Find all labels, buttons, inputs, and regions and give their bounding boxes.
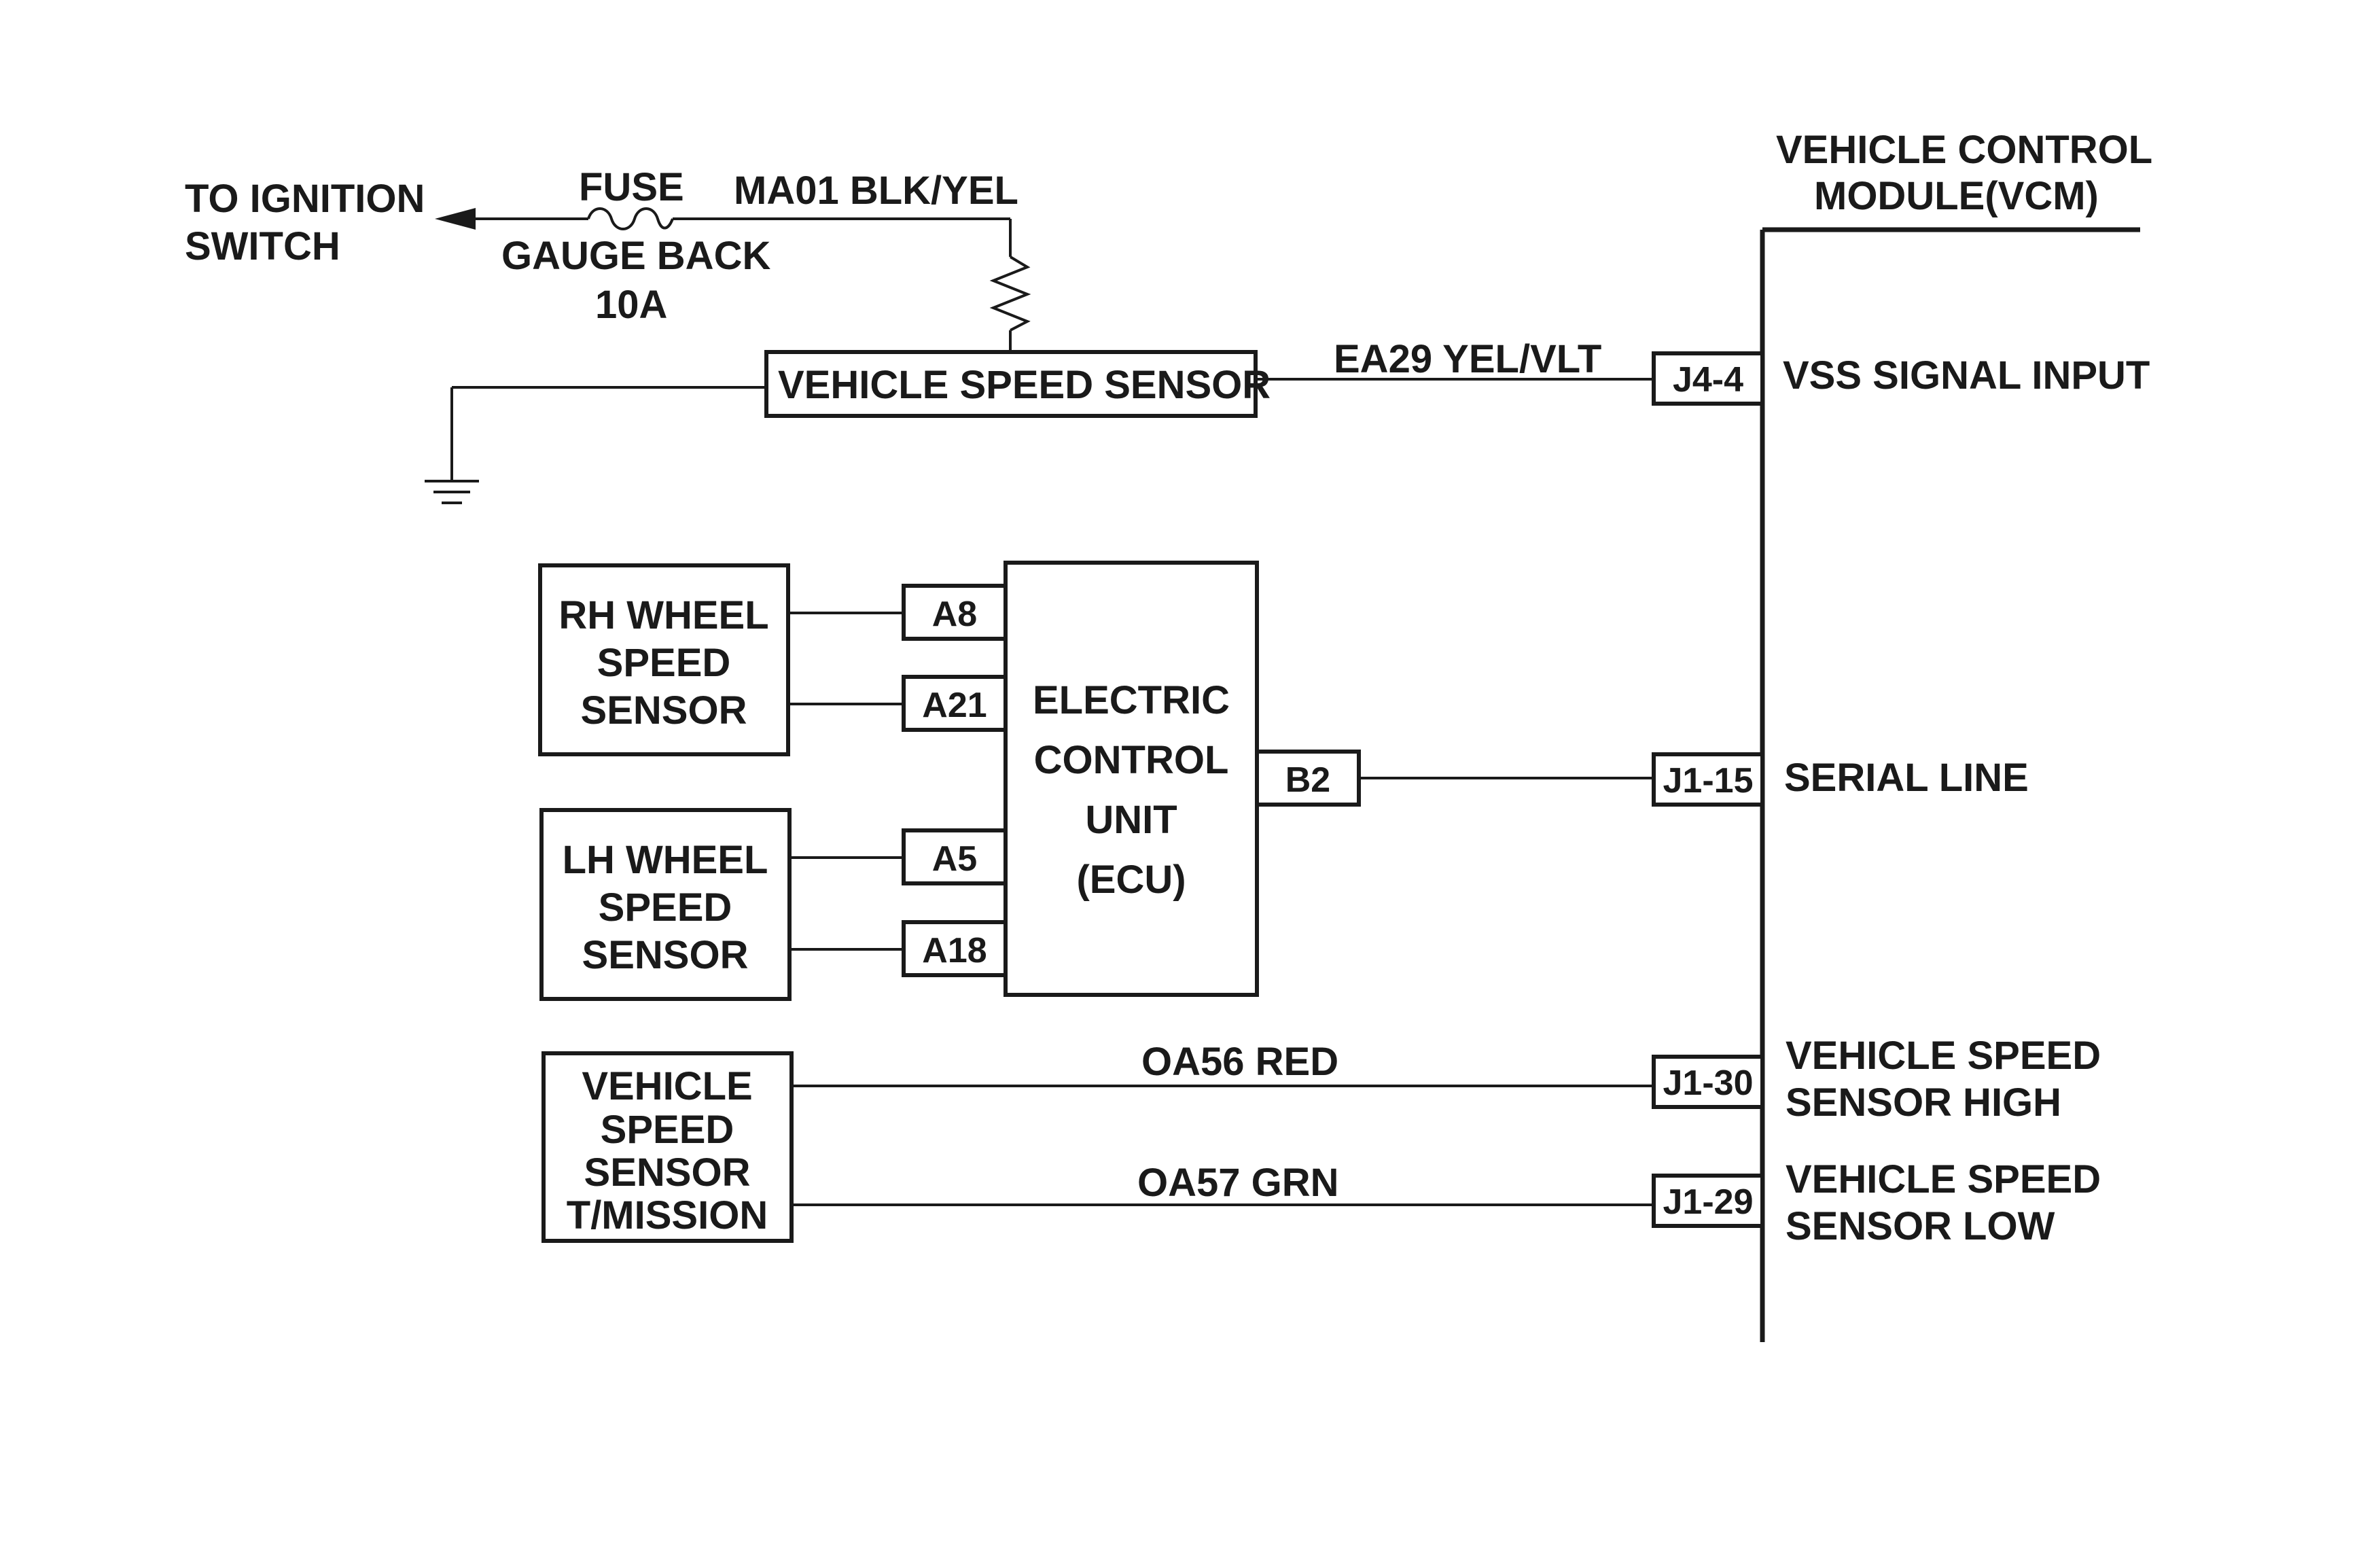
signal-vss-high-2: SENSOR HIGH	[1786, 1080, 2061, 1125]
pin-j1-15	[1652, 752, 1764, 807]
pin-j4-4-label: J4-4	[1673, 360, 1743, 400]
signal-vss-input: VSS SIGNAL INPUT	[1783, 353, 2150, 398]
ecu-pin-b2	[1255, 750, 1361, 807]
lh-wheel-speed-sensor-box	[539, 808, 792, 1001]
ecu-pin-a21-label: A21	[922, 686, 987, 725]
fuse-rating: 10A	[595, 283, 667, 327]
vcm-title-2: MODULE(VCM)	[1814, 174, 2099, 218]
arrow-left-icon	[435, 208, 476, 230]
ecu-pin-a18-label: A18	[922, 931, 987, 970]
rh-sensor-line-1: RH WHEEL	[558, 593, 768, 637]
ecu-pin-a5	[902, 828, 1008, 885]
wire-oa56-label: OA56 RED	[1141, 1040, 1338, 1084]
rh-sensor-line-2: SPEED	[597, 641, 731, 685]
ground-icon	[425, 480, 479, 504]
wire-oa57-label: OA57 GRN	[1137, 1161, 1339, 1205]
rh-sensor-line-3: SENSOR	[581, 688, 747, 733]
pin-j1-30	[1652, 1055, 1764, 1109]
ecu-pin-a21	[902, 675, 1008, 732]
signal-serial-line: SERIAL LINE	[1784, 756, 2029, 800]
fuse-label: FUSE	[579, 165, 684, 209]
vehicle-speed-sensor-label: VEHICLE SPEED SENSOR	[778, 363, 1271, 407]
vehicle-speed-sensor-box	[764, 350, 1258, 418]
resistor-icon	[989, 256, 1031, 332]
ecu-pin-a18	[902, 920, 1008, 977]
ecu-line-2: CONTROL	[1034, 738, 1229, 782]
ecu-pin-b2-label: B2	[1285, 760, 1330, 800]
tmission-sensor-line-1: VEHICLE	[582, 1064, 752, 1108]
fuse-icon	[587, 207, 674, 230]
pin-j1-29-label: J1-29	[1663, 1182, 1754, 1222]
wire-ea29-label: EA29 YEL/VLT	[1334, 337, 1601, 381]
signal-vss-high-1: VEHICLE SPEED	[1786, 1034, 2101, 1078]
signal-vss-low-1: VEHICLE SPEED	[1786, 1157, 2101, 1201]
ecu-box	[1003, 561, 1259, 997]
ignition-label-2: SWITCH	[185, 224, 340, 268]
pin-j1-30-label: J1-30	[1663, 1063, 1754, 1103]
fuse-name: GAUGE BACK	[501, 234, 770, 278]
tmission-sensor-line-2: SPEED	[601, 1108, 734, 1152]
ignition-label-1: TO IGNITION	[185, 177, 425, 221]
rh-wheel-speed-sensor-box	[538, 563, 790, 756]
ecu-pin-a8-label: A8	[932, 595, 977, 634]
pin-j1-29	[1652, 1174, 1764, 1228]
ecu-line-1: ELECTRIC	[1033, 678, 1230, 722]
lh-sensor-line-3: SENSOR	[582, 933, 749, 977]
wire-ma01-label: MA01 BLK/YEL	[734, 169, 1018, 213]
tmission-sensor-line-3: SENSOR	[584, 1150, 751, 1195]
tmission-sensor-line-4: T/MISSION	[567, 1193, 768, 1237]
lh-sensor-line-1: LH WHEEL	[563, 838, 768, 882]
signal-vss-low-2: SENSOR LOW	[1786, 1204, 2055, 1248]
vcm-title-1: VEHICLE CONTROL	[1776, 128, 2152, 172]
ecu-pin-a8	[902, 584, 1008, 641]
pin-j1-15-label: J1-15	[1663, 761, 1754, 801]
ecu-pin-a5-label: A5	[932, 839, 977, 879]
lh-sensor-line-2: SPEED	[599, 885, 732, 930]
ecu-line-3: UNIT	[1085, 798, 1177, 842]
pin-j4-4	[1652, 351, 1764, 406]
ecu-line-4: (ECU)	[1076, 858, 1186, 902]
tmission-speed-sensor-box	[541, 1051, 794, 1243]
